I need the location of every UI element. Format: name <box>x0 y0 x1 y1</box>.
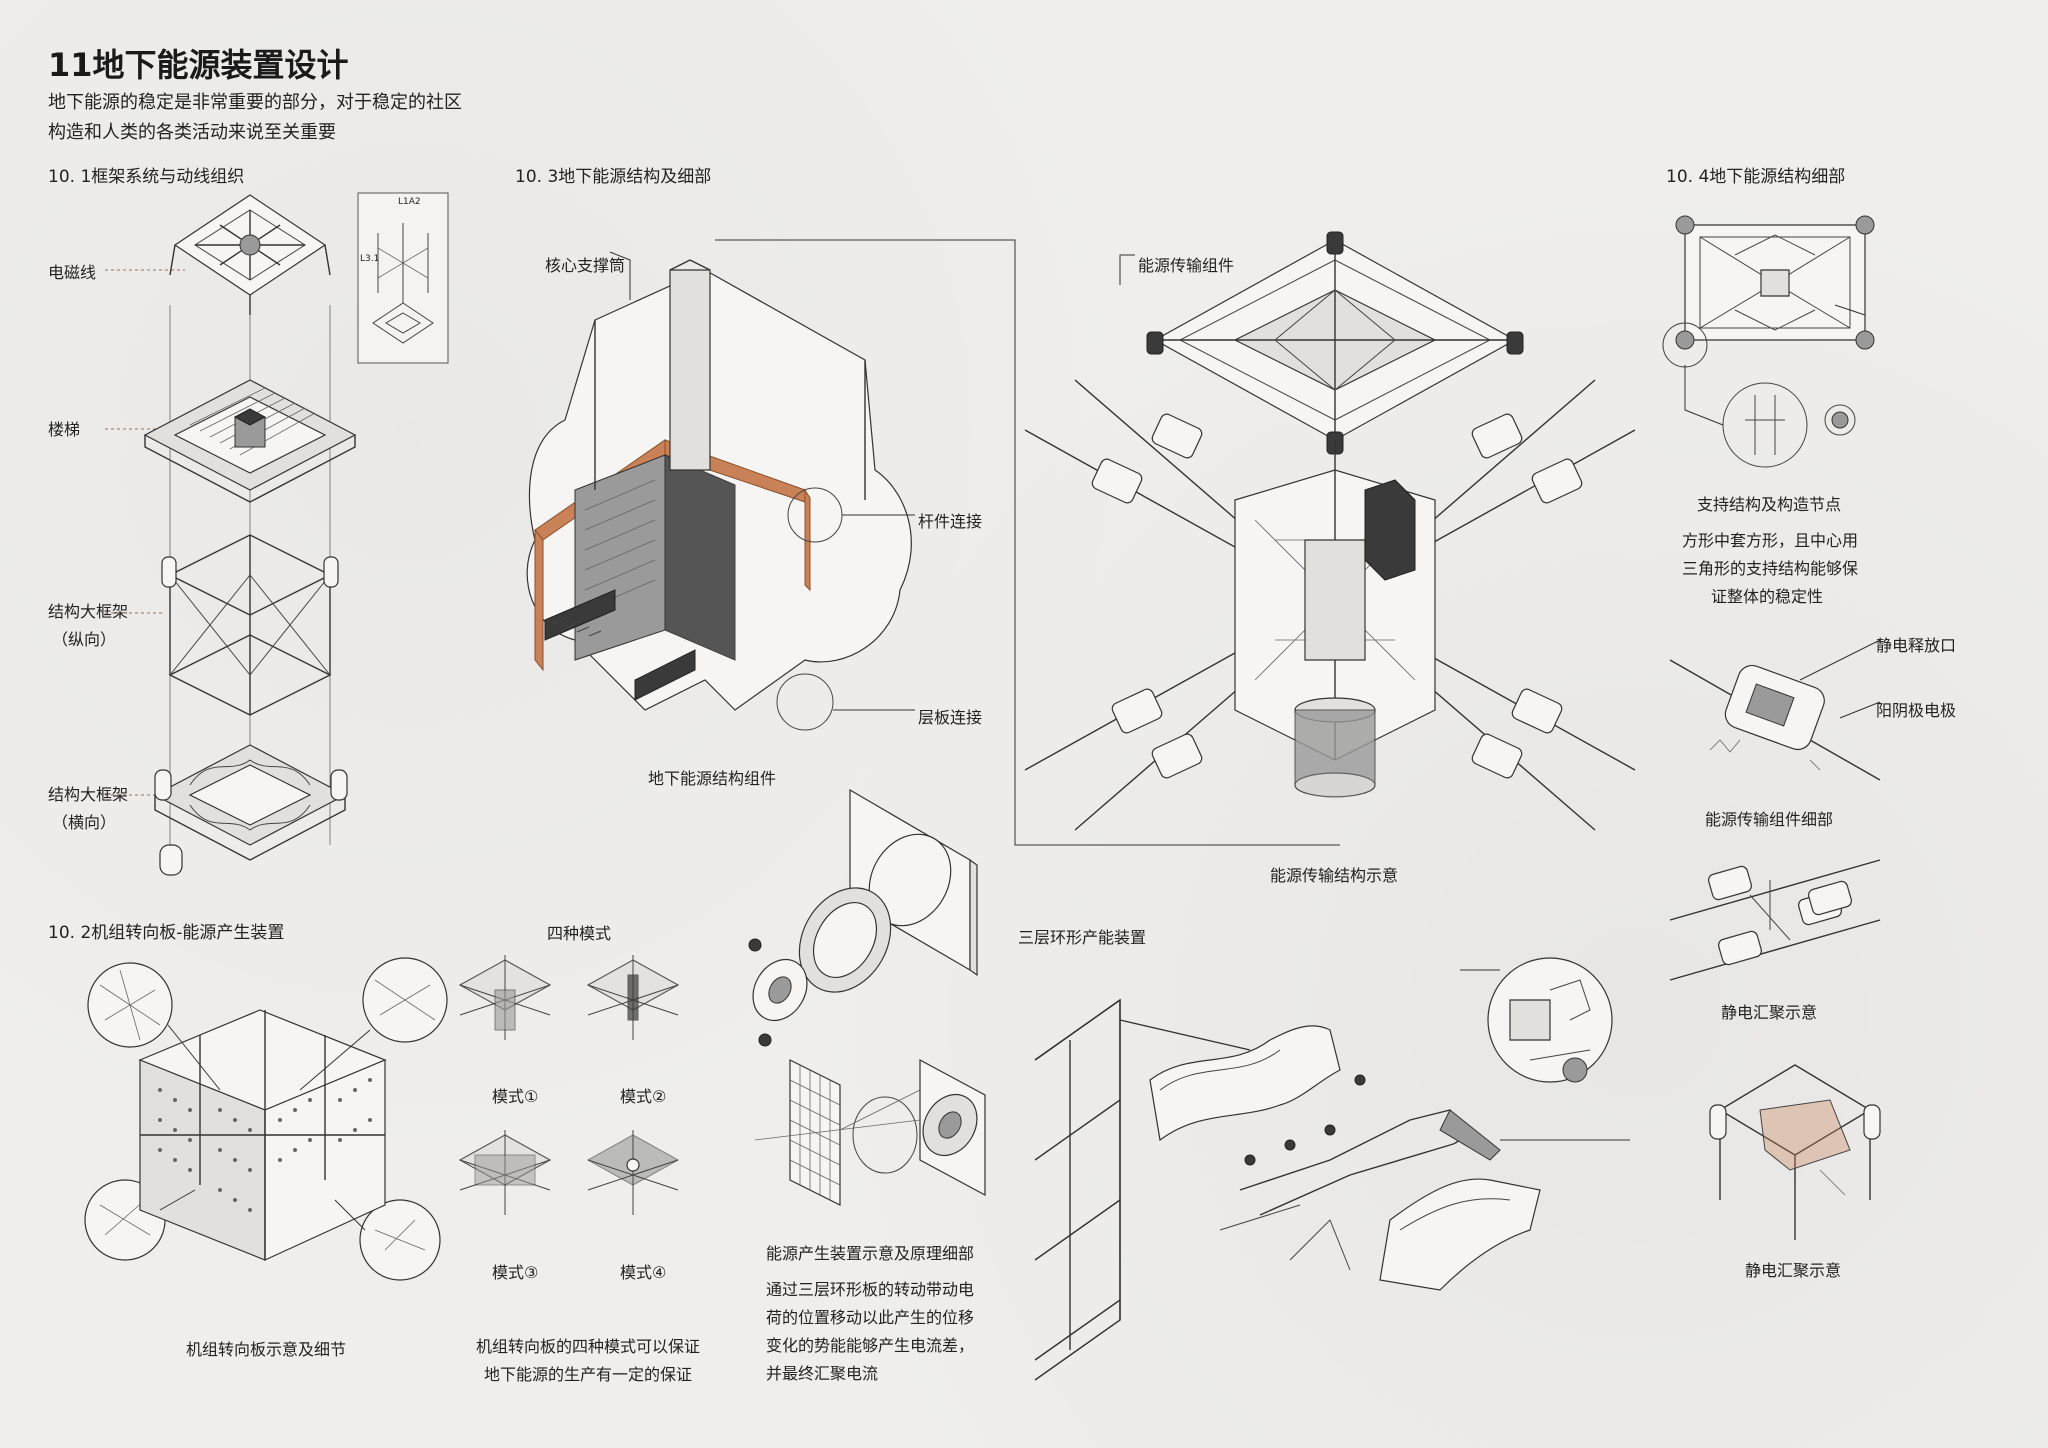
ring-middle-parts <box>1220 1075 1500 1270</box>
structure-caption: 地下能源结构组件 <box>648 769 777 788</box>
ring-gear <box>781 871 909 1008</box>
mode-2-label: 模式② <box>620 1087 667 1106</box>
label-rod-connection: 杆件连接 <box>918 512 983 531</box>
intro-text: 地下能源的稳定是非常重要的部分，对于稳定的社区 构造和人类的各类活动来说至关重要 <box>48 88 462 148</box>
leader-discharge <box>1800 640 1880 680</box>
outer-square-plate <box>850 790 977 975</box>
structure-cutaway-drawing <box>505 240 925 740</box>
central-column <box>1235 440 1435 760</box>
static-gather-caption: 静电汇聚示意 <box>1721 1003 1818 1022</box>
modes-note-line-1: 机组转向板的四种模式可以保证 <box>476 1337 701 1356</box>
modes-title: 四种模式 <box>547 924 612 943</box>
node-caption: 支持结构及构造节点 <box>1697 495 1842 514</box>
label-stairs: 楼梯 <box>48 420 81 439</box>
node-text-line-1: 方形中套方形，且中心用 <box>1682 531 1859 550</box>
mode-4-label: 模式④ <box>620 1263 667 1282</box>
inset-mark-2: L3.1 <box>360 254 380 264</box>
support-node-drawing <box>1665 215 1885 475</box>
node-text: 方形中套方形，且中心用 三角形的支持结构能够保 证整体的稳定性 <box>1682 527 1859 611</box>
label-frame-trans-2: （横向） <box>52 813 117 832</box>
generator-text-line-4: 并最终汇聚电流 <box>766 1364 879 1383</box>
section-2-heading: 10. 2机组转向板-能源产生装置 <box>48 923 285 943</box>
leader-electrode <box>1840 702 1880 718</box>
ring-panel-top <box>1150 1026 1340 1140</box>
bottom-cylinder <box>1295 698 1375 797</box>
slab-detail-circle <box>777 674 833 730</box>
top-square-frame <box>1147 232 1523 454</box>
leader-core-tube <box>610 252 630 300</box>
node-text-line-3: 证整体的稳定性 <box>1710 587 1823 606</box>
small-disc <box>742 939 817 1046</box>
generator-caption: 能源产生装置示意及原理细部 <box>766 1244 975 1263</box>
section-3-heading: 10. 3地下能源结构及细部 <box>515 167 712 187</box>
static-gather-caption-2: 静电汇聚示意 <box>1745 1261 1842 1280</box>
label-static-discharge: 静电释放口 <box>1876 636 1957 655</box>
generator-text-line-1: 通过三层环形板的转动带动电 <box>766 1280 975 1299</box>
mode-1-label: 模式① <box>492 1087 539 1106</box>
transmission-boxes <box>1090 412 1583 780</box>
ring-detail-circle <box>1488 958 1612 1082</box>
ladder-frame <box>1035 1000 1250 1380</box>
longitudinal-frame <box>162 535 338 715</box>
label-frame-long-2: （纵向） <box>52 630 117 649</box>
section-4-heading: 10. 4地下能源结构细部 <box>1666 167 1846 187</box>
label-electromagnetic: 电磁线 <box>48 263 97 282</box>
mode-3-label: 模式③ <box>492 1263 539 1282</box>
generator-text: 通过三层环形板的转动带动电 荷的位置移动以此产生的位移 变化的势能能够产生电流差… <box>766 1276 974 1388</box>
assembled-unit <box>912 1060 987 1195</box>
top-ornament <box>170 195 330 315</box>
label-slab-connection: 层板连接 <box>918 708 983 727</box>
inset-mark-1: L1A2 <box>398 197 421 207</box>
ring-device-drawing <box>1030 960 1630 1330</box>
generator-text-line-2: 荷的位置移动以此产生的位移 <box>766 1308 975 1327</box>
ring-panel-bottom <box>1380 1179 1540 1290</box>
intro-line-2: 构造和人类的各类活动来说至关重要 <box>48 122 336 143</box>
energy-transmission-drawing <box>715 240 1635 850</box>
mode-3-figure <box>460 1130 550 1215</box>
label-energy-component: 能源传输组件 <box>1138 256 1235 275</box>
static-gather-drawing <box>1660 840 1890 990</box>
mode-4-figure <box>588 1130 678 1215</box>
label-core-tube: 核心支撑筒 <box>545 256 626 275</box>
transmission-structure-caption: 能源传输结构示意 <box>1270 866 1399 885</box>
frame-system-exploded-drawing <box>100 185 380 885</box>
generator-text-line-3: 变化的势能能够产生电流差， <box>766 1336 975 1355</box>
label-frame-long-1: 结构大框架 <box>48 602 129 621</box>
foot-cylinder <box>160 845 182 875</box>
mode-1-figure <box>460 955 550 1040</box>
label-frame-trans-1: 结构大框架 <box>48 785 129 804</box>
steering-plate-drawing <box>80 950 455 1310</box>
four-modes-drawing <box>455 950 695 1250</box>
transmission-detail-caption: 能源传输组件细部 <box>1705 810 1834 829</box>
mode-2-figure <box>588 955 678 1040</box>
modes-note: 机组转向板的四种模式可以保证 地下能源的生产有一定的保证 <box>476 1333 700 1389</box>
generator-exploded-drawing <box>745 790 1005 1230</box>
label-electrode: 阳阴极电极 <box>1876 701 1957 720</box>
stairs-platform <box>145 380 355 502</box>
ring-device-title: 三层环形产能装置 <box>1018 928 1147 947</box>
static-gather-frame-drawing <box>1700 1050 1890 1240</box>
page-title: 11地下能源装置设计 <box>48 46 349 84</box>
frame-inset-sketch <box>358 193 448 363</box>
steering-plate-caption: 机组转向板示意及细节 <box>186 1340 347 1359</box>
transverse-frame <box>155 745 347 860</box>
intro-line-1: 地下能源的稳定是非常重要的部分，对于稳定的社区 <box>48 92 462 113</box>
frame-leader-rect <box>715 240 1340 845</box>
section-1-heading: 10. 1框架系统与动线组织 <box>48 167 245 187</box>
modes-note-line-2: 地下能源的生产有一定的保证 <box>484 1365 693 1384</box>
node-text-line-2: 三角形的支持结构能够保 <box>1682 559 1859 578</box>
transmission-component-detail-drawing <box>1670 640 1880 790</box>
